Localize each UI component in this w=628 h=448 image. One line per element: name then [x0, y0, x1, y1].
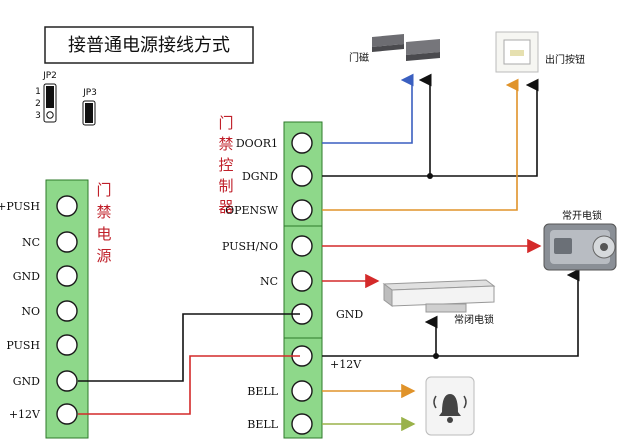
ct-label-char-4: 制 — [218, 177, 233, 195]
ps-terminal-nc-1 — [56, 231, 78, 253]
ct-terminal-push-no-3 — [291, 235, 313, 257]
ps-terminal-push-4 — [56, 334, 78, 356]
ct-terminal-label: NC — [260, 275, 278, 288]
ps-terminal-label: GND — [13, 375, 40, 388]
wire-dgnd — [322, 78, 539, 177]
jp2-pin-2: 2 — [35, 99, 41, 109]
ps-terminal-label: PUSH — [6, 339, 40, 352]
ps-terminal-label: +12V — [9, 408, 41, 421]
jp2-pin-1: 1 — [35, 87, 41, 97]
no-lock-label: 常开电锁 — [562, 209, 602, 222]
wire-door1 — [322, 73, 414, 144]
wire-psu-12v — [78, 355, 300, 415]
door-sensor-icon — [372, 34, 440, 61]
ps-label-char-1: 门 — [96, 181, 111, 199]
ps-terminal-no-3 — [56, 300, 78, 322]
exit-button-label: 出门按钮 — [545, 53, 585, 66]
ct-label-char-2: 禁 — [218, 135, 233, 153]
ct-terminal-label: OPENSW — [225, 204, 279, 217]
ps-terminal-label: NO — [21, 305, 40, 318]
title-box — [44, 26, 254, 64]
wire-opensw — [322, 78, 519, 211]
ps-terminal-label: NC — [22, 236, 40, 249]
ps-terminal-12v-6 — [56, 403, 78, 425]
controller-label: 门 禁 控 制 器 — [218, 114, 233, 216]
jumper-jp2: JP2 1 2 3 — [35, 71, 57, 123]
ct-terminal-label: GND — [336, 308, 363, 321]
doorbell-icon — [425, 376, 475, 436]
ps-label-char-3: 电 — [96, 225, 111, 243]
ct-terminal-opensw-2 — [291, 199, 313, 221]
normally-closed-lock-icon — [382, 279, 496, 313]
power-supply-label: 门 禁 电 源 — [96, 181, 111, 265]
ct-terminal-bell-7 — [291, 380, 313, 402]
ct-terminal-label: +12V — [330, 358, 362, 371]
ct-terminal-door1-0 — [291, 132, 313, 154]
jp2-label: JP2 — [42, 71, 57, 81]
nc-lock-label: 常闭电锁 — [454, 313, 494, 326]
ct-label-char-3: 控 — [218, 156, 233, 174]
ct-terminal-bell-8 — [291, 413, 313, 435]
normally-open-lock-icon — [543, 223, 617, 271]
ps-terminal-label: +PUSH — [0, 200, 40, 213]
junction-12v — [433, 353, 439, 359]
ps-label-char-4: 源 — [96, 247, 111, 265]
ct-terminal-label: DGND — [242, 170, 278, 183]
ct-terminal-nc-4 — [291, 270, 313, 292]
diagram-title: 接普通电源接线方式 — [68, 35, 230, 56]
ps-terminal-gnd-5 — [56, 370, 78, 392]
jumper-jp3: JP3 — [82, 88, 97, 126]
junction-dgnd — [427, 173, 433, 179]
ct-label-char-1: 门 — [218, 114, 233, 132]
ps-terminal-gnd-2 — [56, 265, 78, 287]
wire-psu-gnd — [78, 313, 300, 382]
ct-label-char-5: 器 — [218, 198, 233, 216]
exit-button-icon — [495, 31, 539, 73]
ct-terminal-label: BELL — [247, 385, 278, 398]
ct-terminal-dgnd-1 — [291, 165, 313, 187]
ps-terminal-label: GND — [13, 270, 40, 283]
wire-12v-no-lock — [322, 268, 580, 357]
ct-terminal-label: PUSH/NO — [222, 240, 278, 253]
ps-terminal-push-0 — [56, 195, 78, 217]
ct-terminal-label: BELL — [247, 418, 278, 431]
ps-label-char-2: 禁 — [96, 203, 111, 221]
door-sensor-label: 门磁 — [349, 51, 369, 64]
ct-terminal-label: DOOR1 — [236, 137, 278, 150]
jp3-label: JP3 — [82, 88, 97, 98]
jp2-pin-3: 3 — [35, 111, 41, 121]
